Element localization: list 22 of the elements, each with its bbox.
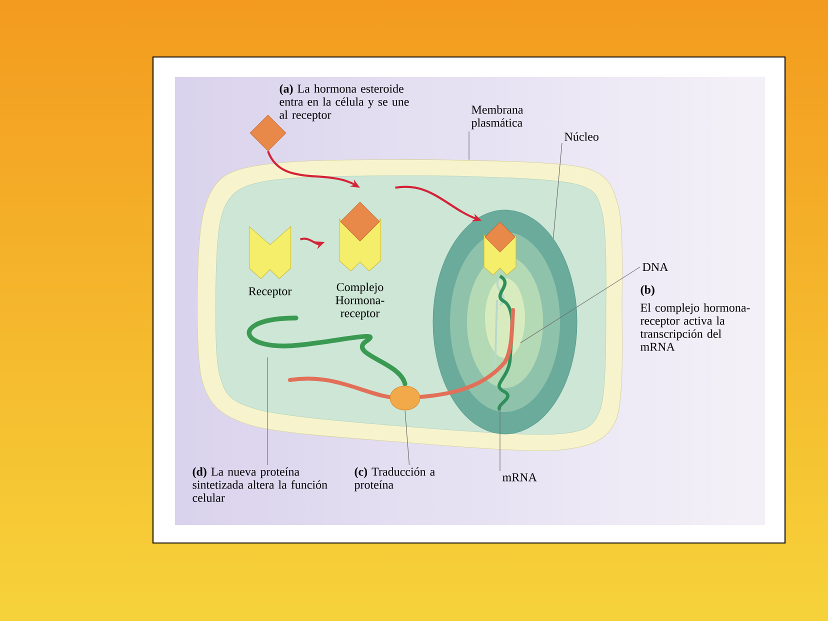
callout-label: Membrana plasmática — [471, 105, 524, 130]
callout-label: (b) — [640, 285, 654, 296]
mrna-strand — [288, 308, 515, 400]
leader-line — [404, 410, 410, 466]
callout-label: (a) La hormona esteroide entra en la célula y se une al receptor — [280, 84, 409, 122]
leader-line — [552, 142, 562, 239]
leader-line — [520, 266, 640, 344]
receptor-complex-drawing: Complejo Hormona-receptor — [336, 202, 384, 320]
callout-label: (d) La nueva proteína sintetizada altera la función celular — [192, 467, 328, 502]
leader-line — [468, 131, 470, 160]
node-label: Receptor — [248, 287, 292, 298]
callout-label: DNA — [642, 263, 668, 271]
receptor-complex-drawing — [484, 222, 516, 276]
node-label: Complejo Hormona-receptor — [336, 282, 384, 320]
ribosome — [390, 386, 420, 410]
dna-helix — [494, 274, 514, 411]
callout-label: mRNA — [502, 473, 537, 482]
receptor-drawing: Receptor — [248, 226, 292, 298]
callout-label: (c) Traducción a proteína — [354, 467, 435, 492]
leader-line — [266, 356, 268, 466]
callout-label: Núcleo — [564, 132, 598, 141]
callout-label: El complejo hormona-receptor activa la transcripción del mRNA — [640, 303, 750, 351]
